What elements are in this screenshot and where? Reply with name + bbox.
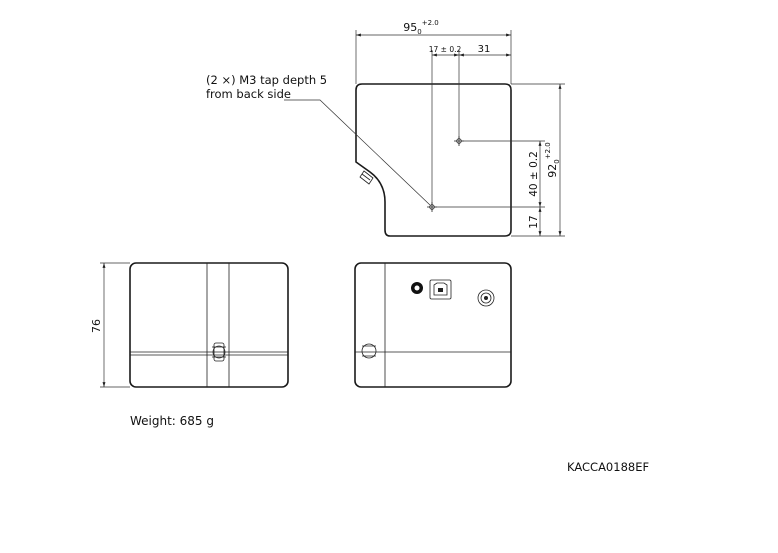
hole-pitch-dimension: 40 ± 0.2 — [528, 151, 540, 197]
width-dimension: 950+2.0 — [403, 19, 438, 36]
front-view-outline — [354, 262, 512, 388]
usb-b-port — [429, 279, 452, 300]
right-offset-dimension: 31 — [478, 44, 491, 55]
front-knob — [361, 343, 377, 359]
round-port — [411, 282, 423, 294]
tap-callout-line1: (2 ×) M3 tap depth 5 — [206, 73, 327, 87]
dimension-lines — [100, 30, 565, 388]
drawing-code: KACCA0188EF — [567, 460, 649, 474]
top-view-outline — [355, 83, 512, 237]
bottom-offset-dimension: 17 — [528, 215, 540, 228]
side-connector — [212, 342, 226, 362]
coax-connector — [477, 289, 495, 307]
side-view — [129, 262, 289, 388]
hole-offset-dimension: 17 ± 0.2 — [429, 45, 462, 54]
side-height-dimension: 76 — [90, 319, 103, 333]
height-dimension: 920+2.0 — [544, 142, 561, 177]
front-view — [354, 262, 512, 388]
side-view-outline — [129, 262, 289, 388]
tap-callout-line2: from back side — [206, 87, 291, 101]
weight-label: Weight: 685 g — [130, 414, 214, 428]
connector-stub — [359, 170, 374, 185]
top-view — [355, 83, 512, 237]
